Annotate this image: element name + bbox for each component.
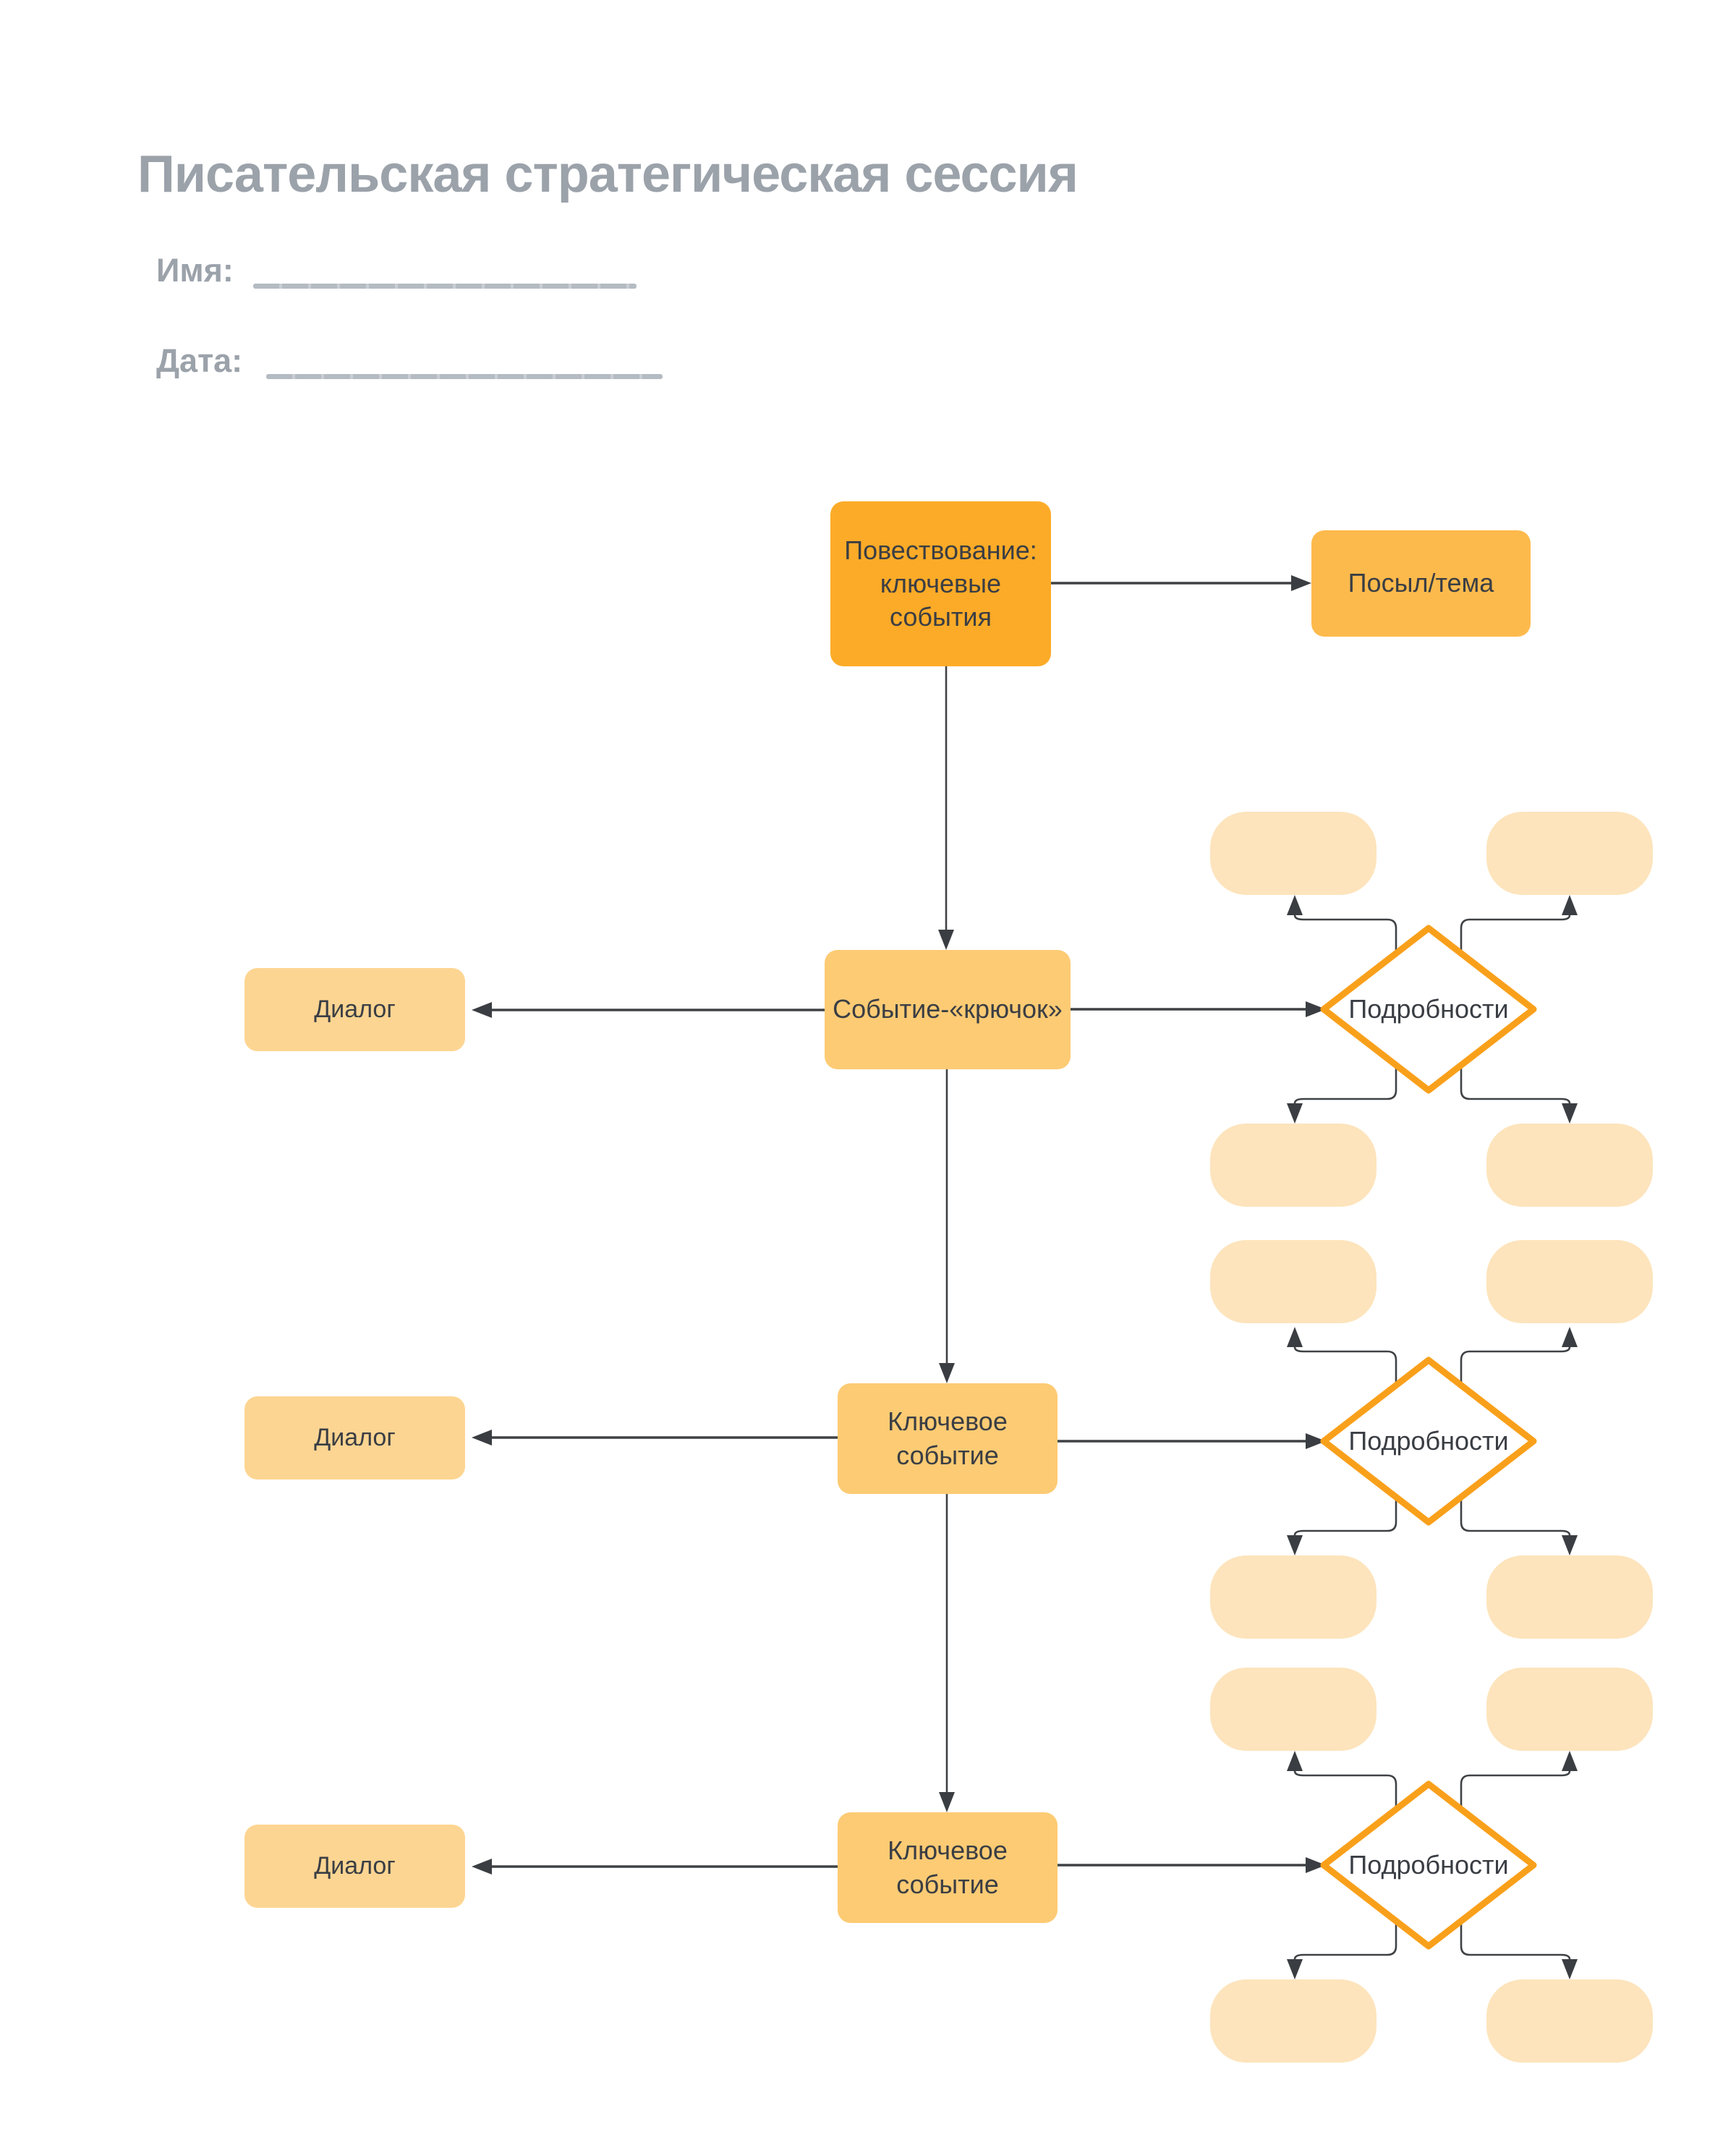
dialog-node-2: Диалог <box>244 1396 465 1480</box>
connector-hook-to-dialog-1 <box>472 1002 825 1018</box>
key-event-node-1: Ключевое событие <box>838 1383 1058 1494</box>
date-field-label: Дата: <box>156 342 243 379</box>
key-event-node-2: Ключевое событие <box>838 1812 1058 1923</box>
details-diamond-2 <box>1320 1357 1537 1526</box>
details-diamond-label-3: Подробности <box>1348 1850 1509 1880</box>
connector-key-event-2-to-details-3 <box>1058 1857 1326 1873</box>
note-placeholder[interactable] <box>1486 1124 1653 1207</box>
message-theme-node: Посыл/тема <box>1311 530 1531 637</box>
dialog-node-1: Диалог <box>244 968 465 1051</box>
name-fill-in-line[interactable] <box>253 284 637 289</box>
connector-details-3-to-note-tr <box>1460 1751 1578 1809</box>
connector-key-event-1-to-details-2 <box>1058 1433 1326 1449</box>
connector-details-2-to-note-bl <box>1287 1497 1397 1555</box>
connector-details-2-to-note-tr <box>1460 1327 1578 1385</box>
connector-narrative-to-message <box>1051 575 1311 591</box>
connector-details-1-to-note-tl <box>1287 895 1397 954</box>
note-placeholder[interactable] <box>1486 1979 1653 2063</box>
connector-key-event-1-to-dialog-2 <box>472 1430 838 1446</box>
page-title: Писательская стратегическая сессия <box>137 145 1078 203</box>
note-placeholder[interactable] <box>1486 1240 1653 1323</box>
date-fill-in-line[interactable] <box>266 374 663 379</box>
note-placeholder[interactable] <box>1486 1668 1653 1751</box>
note-placeholder[interactable] <box>1210 1124 1377 1207</box>
connector-details-1-to-note-br <box>1460 1065 1578 1124</box>
details-diamond-label-2: Подробности <box>1348 1426 1509 1456</box>
note-placeholder[interactable] <box>1210 1240 1377 1323</box>
connector-key-event-2-to-dialog-3 <box>472 1859 838 1875</box>
note-placeholder[interactable] <box>1210 1668 1377 1751</box>
narrative-key-events-node: Повествование: ключевые события <box>830 501 1051 666</box>
dialog-node-3: Диалог <box>244 1825 465 1908</box>
note-placeholder[interactable] <box>1210 1979 1377 2063</box>
details-diamond-3 <box>1320 1780 1537 1950</box>
details-diamond-label-1: Подробности <box>1348 994 1509 1024</box>
connector-details-2-to-note-br <box>1460 1497 1578 1555</box>
connector-key-event-1-to-key-event-2 <box>939 1494 955 1812</box>
hook-event-node: Событие-«крючок» <box>825 950 1071 1069</box>
note-placeholder[interactable] <box>1486 1555 1653 1639</box>
connector-hook-to-details-1 <box>1071 1001 1326 1017</box>
note-placeholder[interactable] <box>1486 812 1653 895</box>
connector-details-1-to-note-bl <box>1287 1065 1397 1124</box>
connector-details-3-to-note-br <box>1460 1921 1578 1979</box>
connector-details-1-to-note-tr <box>1460 895 1578 954</box>
connector-narrative-to-hook <box>938 666 954 950</box>
connector-details-2-to-note-tl <box>1287 1327 1397 1385</box>
connector-hook-to-key-event-1 <box>939 1069 955 1383</box>
note-placeholder[interactable] <box>1210 812 1377 895</box>
details-diamond-1 <box>1320 925 1537 1094</box>
connector-details-3-to-note-bl <box>1287 1921 1397 1979</box>
note-placeholder[interactable] <box>1210 1555 1377 1639</box>
connector-details-3-to-note-tl <box>1287 1751 1397 1809</box>
name-field-label: Имя: <box>156 252 234 289</box>
